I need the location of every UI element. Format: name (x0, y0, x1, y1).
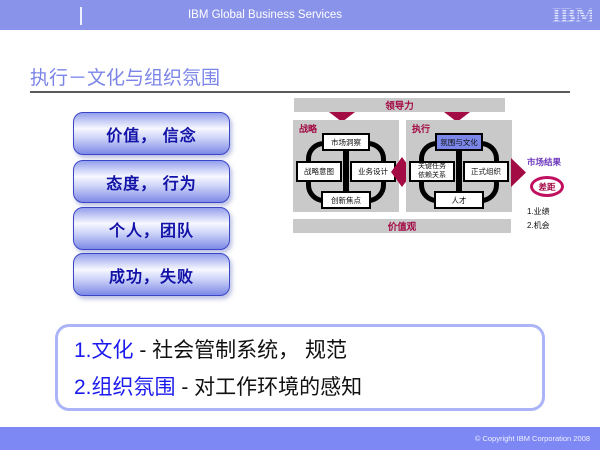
gap-item-opportunity: 2.机会 (527, 221, 550, 230)
summary-desc-climate: - 对工作环境的感知 (175, 376, 363, 399)
node-formal-organization: 正式组织 (463, 161, 509, 182)
node-market-insight: 市场洞察 (322, 133, 370, 151)
strategy-panel-label: 战略 (299, 124, 318, 134)
summary-line-climate: 2.组织氛围 - 对工作环境的感知 (74, 371, 526, 401)
node-critical-tasks: 关键任务 依赖关系 (409, 161, 455, 182)
execution-panel-label: 执行 (412, 124, 431, 134)
header-bar: IBM Global Business Services IBM (0, 0, 600, 30)
summary-box: 1.文化 - 社会管制系统， 规范 2.组织氛围 - 对工作环境的感知 (55, 324, 545, 411)
market-results-label: 市场结果 (527, 157, 562, 167)
gap-oval: 差距 (530, 176, 564, 197)
values-bar: 价值观 (293, 219, 511, 233)
strategy-panel: 战略 市场洞察 战略意图 业务设计 创新焦点 (293, 120, 399, 212)
node-business-design: 业务设计 (350, 161, 396, 182)
results-arrow-icon (511, 158, 526, 187)
gap-item-performance: 1.业绩 (527, 207, 550, 216)
header-divider (80, 7, 82, 25)
execution-panel: 执行 氛围与文化 关键任务 依赖关系 正式组织 人才 (406, 120, 512, 212)
svg-text:IBM: IBM (552, 5, 592, 25)
node-climate-culture: 氛围与文化 (435, 133, 483, 151)
leadership-bar: 领导力 (294, 98, 505, 112)
concept-button-attitude-behavior: 态度， 行为 (73, 160, 230, 203)
page-title: 执行－文化与组织氛围 (30, 68, 221, 89)
summary-term-climate: 2.组织氛围 (74, 376, 176, 399)
header-title: IBM Global Business Services (187, 9, 343, 21)
footer-bar: © Copyright IBM Corporation 2008 (0, 427, 600, 450)
title-underline (30, 91, 570, 93)
node-talent: 人才 (434, 191, 484, 209)
concept-button-values-beliefs: 价值， 信念 (73, 112, 230, 155)
gap-label: 差距 (538, 181, 556, 192)
concept-button-success-failure: 成功，失败 (73, 253, 230, 296)
copyright-text: © Copyright IBM Corporation 2008 (474, 434, 590, 443)
ibm-logo: IBM (552, 5, 592, 25)
node-strategic-intent: 战略意图 (296, 161, 342, 182)
summary-desc-culture: - 社会管制系统， 规范 (133, 339, 348, 362)
concept-button-individual-team: 个人，团队 (73, 207, 230, 250)
execution-hub-center-bar (456, 141, 462, 203)
down-arrow-strategy-icon (329, 112, 355, 122)
summary-line-culture: 1.文化 - 社会管制系统， 规范 (74, 334, 526, 364)
leadership-label: 领导力 (385, 101, 414, 112)
down-arrow-execution-icon (444, 112, 470, 122)
strategy-hub-center-bar (343, 141, 349, 203)
node-innovation-focus: 创新焦点 (321, 191, 371, 209)
values-label: 价值观 (387, 222, 417, 233)
summary-term-culture: 1.文化 (74, 339, 134, 362)
